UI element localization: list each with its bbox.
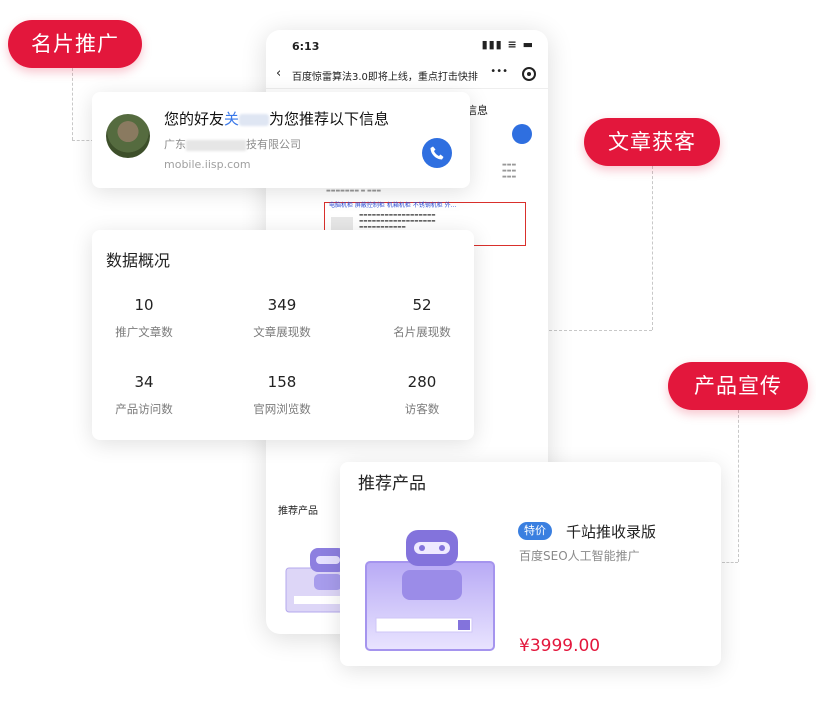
stat-item: 349 文章展现数	[222, 296, 342, 340]
product-card[interactable]: 推荐产品 特价 千站推收录版 百度SEO人工智能推广 ¥3999.00	[340, 462, 721, 666]
phone-call-icon[interactable]	[512, 124, 532, 144]
phone-header-partial: 信息	[466, 104, 488, 117]
ad-thumbnail	[331, 217, 353, 233]
signal-wifi-battery-icon: ▮▮▮ ≡ ▬	[481, 38, 534, 51]
sale-badge: 特价	[518, 522, 552, 540]
connector-line	[738, 410, 739, 562]
stat-item: 52 名片展现数	[362, 296, 482, 340]
phone-placeholder-lines: ▬▬▬▬▬▬▬▬▬	[502, 162, 517, 180]
stat-label: 官网浏览数	[253, 402, 311, 416]
company-name: 广东技有限公司	[164, 138, 301, 151]
stat-item: 34 产品访问数	[84, 373, 204, 417]
connector-line	[72, 140, 94, 141]
ad-title: 电脑机柜 屏蔽控制柜 机箱机柜 不锈钢机柜 外...	[329, 202, 457, 209]
tag-card-promotion: 名片推广	[8, 20, 142, 68]
stat-label: 推广文章数	[115, 325, 173, 339]
more-icon[interactable]: •••	[490, 66, 508, 77]
product-name: 千站推收录版	[566, 523, 657, 541]
stat-label: 名片展现数	[393, 325, 451, 339]
stats-card: 数据概况 10 推广文章数 349 文章展现数 52 名片展现数 34 产品访问…	[92, 230, 474, 440]
connector-line	[722, 562, 738, 563]
connector-line	[72, 68, 73, 140]
avatar	[106, 114, 150, 158]
stat-value: 349	[267, 296, 297, 314]
friend-name: 关	[224, 110, 240, 128]
card-headline: 您的好友关为您推荐以下信息	[164, 110, 390, 128]
tag-product-promo: 产品宣传	[668, 362, 808, 410]
nav-bar: ‹ 百度惊雷算法3.0即将上线，重点打击快排 •••	[266, 62, 548, 89]
stat-label: 访客数	[404, 402, 440, 416]
business-card[interactable]: 您的好友关为您推荐以下信息 广东技有限公司 mobile.iisp.com	[92, 92, 470, 188]
stat-value: 158	[267, 373, 297, 391]
ad-placeholder-lines: ▬▬▬▬▬▬▬▬▬▬▬▬▬▬▬▬▬▬▬▬▬▬▬▬▬▬▬▬▬▬▬▬▬▬▬▬▬▬▬▬…	[359, 213, 436, 230]
connector-line	[652, 166, 653, 330]
blurred-company	[186, 139, 246, 151]
stat-item: 10 推广文章数	[84, 296, 204, 340]
stat-value: 10	[134, 296, 154, 314]
card-url[interactable]: mobile.iisp.com	[164, 158, 251, 171]
product-section-title: 推荐产品	[358, 474, 426, 494]
stat-item: 280 访客数	[362, 373, 482, 417]
back-icon[interactable]: ‹	[276, 66, 282, 81]
phone-placeholder-lines: ▬▬▬▬▬▬▬ ▬ ▬▬▬	[326, 188, 382, 194]
nav-title: 百度惊雷算法3.0即将上线，重点打击快排	[292, 72, 478, 83]
phone-icon[interactable]	[422, 138, 452, 168]
stat-label: 文章展现数	[253, 325, 311, 339]
stat-value: 34	[134, 373, 154, 391]
stat-item: 158 官网浏览数	[222, 373, 342, 417]
blurred-name	[239, 113, 270, 126]
record-icon[interactable]	[522, 67, 536, 81]
status-time: 6:13	[292, 40, 320, 53]
status-bar: 6:13 ▮▮▮ ≡ ▬	[266, 30, 548, 60]
phone-recommend-label: 推荐产品	[278, 506, 318, 517]
connector-line	[474, 330, 652, 331]
product-subtitle: 百度SEO人工智能推广	[519, 549, 640, 563]
robot-illustration	[365, 530, 495, 651]
stats-title: 数据概况	[106, 251, 171, 270]
stat-value: 280	[407, 373, 437, 391]
tag-article-leads: 文章获客	[584, 118, 720, 166]
stat-label: 产品访问数	[115, 402, 173, 416]
product-price: ¥3999.00	[519, 636, 601, 656]
stat-value: 52	[412, 296, 432, 314]
